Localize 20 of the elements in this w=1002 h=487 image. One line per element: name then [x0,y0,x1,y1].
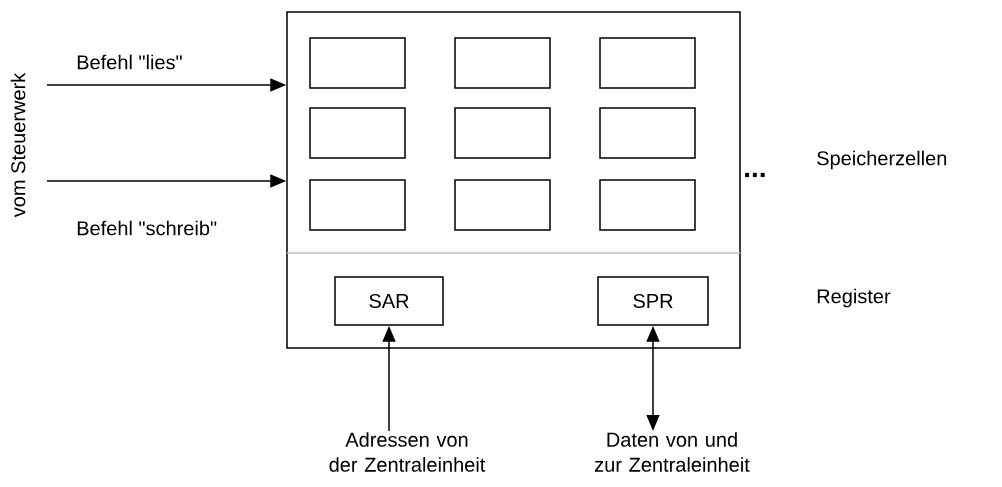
memory-cell [599,37,696,89]
caption-text: Daten von und zur Zentraleinheit [595,432,750,472]
memory-block [286,11,741,349]
edge-label: Befehl "schreib" [77,220,217,236]
edge-label: Befehl "lies" [77,54,182,70]
side-label: Register [817,288,891,308]
memory-cell [309,107,406,159]
memory-cell [599,107,696,159]
memory-cell [309,37,406,89]
memory-cell [309,179,406,231]
ellipsis: ... [745,172,765,178]
memory-cell [454,179,551,231]
register-box: SAR [334,276,444,326]
vertical-label: vom Steuerwerk [10,72,26,218]
memory-cell [599,179,696,231]
side-label: Speicherzellen [817,150,947,170]
memory-cell [454,37,551,89]
caption-text: Adressen von der Zentraleinheit [329,432,486,472]
memory-cell [454,107,551,159]
register-box: SPR [597,276,709,326]
